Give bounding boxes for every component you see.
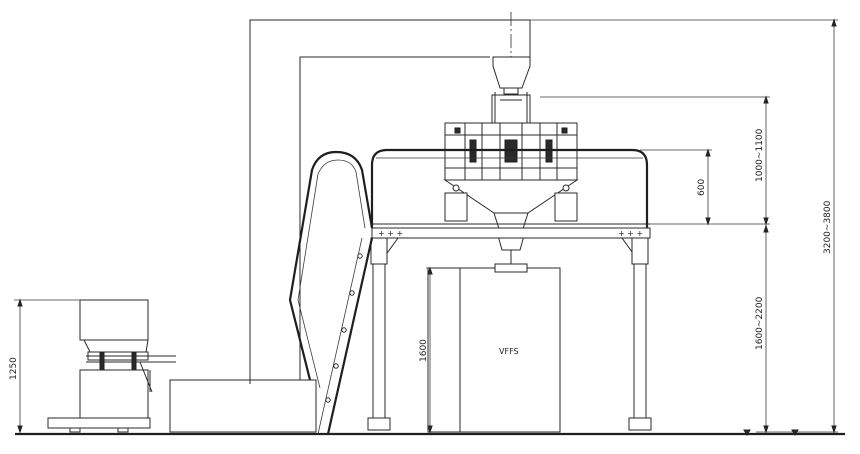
dimension-vffs-height [426, 266, 433, 434]
vffs-machine [427, 263, 561, 433]
dimension-label-1000-1100: 1000~1100 [755, 128, 765, 182]
vibratory-feeder [47, 299, 176, 433]
access-ladder [288, 150, 374, 435]
vffs-label: VFFS [499, 347, 519, 356]
dimension-label-1600-2200: 1600~2200 [755, 296, 765, 350]
incline-conveyor-frame [249, 19, 531, 380]
feed-chute [492, 56, 531, 95]
conveyor-base-block [169, 379, 317, 433]
svg-text:+ + +: + + + [618, 229, 643, 238]
right-dimensions [530, 18, 838, 436]
dimension-label-600: 600 [697, 179, 707, 196]
dimension-feeder-height [14, 298, 80, 434]
svg-text:+ + +: + + + [378, 229, 403, 238]
platform-legs [367, 237, 652, 431]
multihead-weigher [443, 92, 579, 276]
dimension-label-3200-3800: 3200~3800 [823, 200, 833, 254]
dimension-label-vffs: 1600 [419, 339, 429, 362]
dimension-label-feeder: 1250 [9, 357, 19, 380]
platform-railing [370, 148, 649, 228]
